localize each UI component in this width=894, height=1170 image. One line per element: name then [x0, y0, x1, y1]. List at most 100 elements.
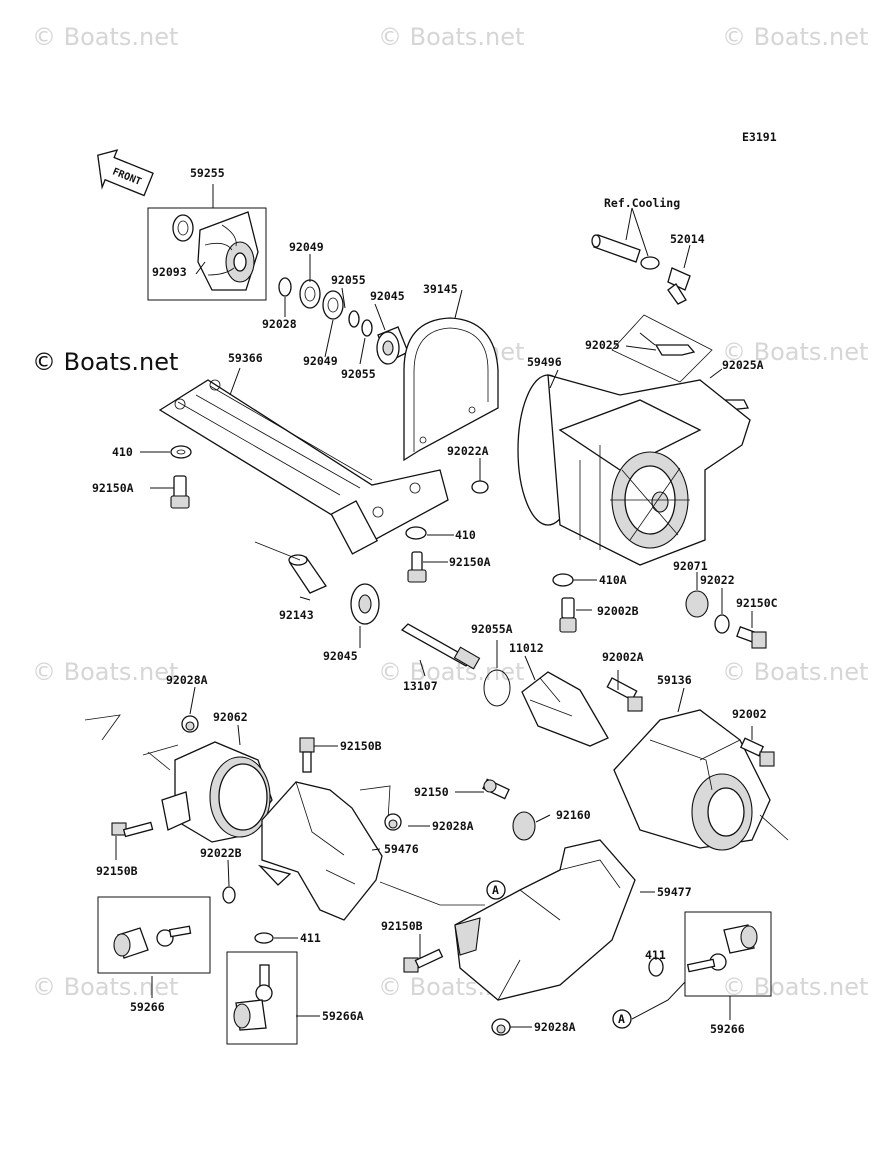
callout-92049b: 92049 — [303, 354, 338, 368]
pump-bed-59366 — [158, 379, 449, 555]
callout-92025a: 92025A — [722, 358, 764, 372]
callout-59477: 59477 — [657, 885, 692, 899]
callout-92160: 92160 — [556, 808, 591, 822]
pump-housing-59496 — [517, 374, 751, 566]
spacer-group — [685, 590, 767, 649]
callout-92055b: 92055 — [341, 367, 376, 381]
left-fasteners — [170, 445, 192, 509]
watermark: © Boats.net — [378, 23, 524, 51]
sleeve-92143 — [254, 541, 327, 594]
watermark: © Boats.net — [32, 23, 178, 51]
callout-92150: 92150 — [414, 785, 449, 799]
o-ring-92055a — [483, 669, 511, 707]
bolt-92150b-left — [111, 821, 154, 838]
shaft-13107 — [400, 623, 481, 670]
center-fasteners — [405, 526, 427, 583]
callout-59496: 59496 — [527, 355, 562, 369]
callout-92025: 92025 — [585, 338, 620, 352]
callout-92002b: 92002B — [597, 604, 639, 618]
front-arrow: FRONT — [97, 149, 154, 197]
bolt-92150b-bottom — [403, 948, 444, 973]
callout-92022b: 92022B — [200, 846, 242, 860]
callout-59136: 59136 — [657, 673, 692, 687]
watermark-main: © Boats.net — [32, 348, 178, 376]
washer-411-left — [254, 932, 274, 944]
callout-92150c: 92150C — [736, 596, 778, 610]
watermark: © Boats.net — [32, 973, 178, 1001]
ref-note: Ref.Cooling — [604, 196, 680, 210]
bolt-92150b-top — [299, 737, 315, 773]
ref-mark-a — [486, 880, 506, 900]
watermark: © Boats.net — [32, 658, 178, 686]
callout-59476: 59476 — [384, 842, 419, 856]
collar-92028a-mid — [384, 813, 402, 831]
watermark: © Boats.net — [378, 658, 524, 686]
bolt-92150 — [482, 778, 536, 841]
bearing-stack — [278, 277, 409, 365]
impeller-ring-92093 — [172, 214, 194, 242]
callout-92062: 92062 — [213, 710, 248, 724]
callout-92002: 92002 — [732, 707, 767, 721]
callout-59266-left: 59266 — [130, 1000, 165, 1014]
leader-lines — [115, 184, 753, 1028]
impeller-box — [147, 207, 267, 301]
callout-92150a-b: 92150A — [449, 555, 491, 569]
callout-59366: 59366 — [228, 351, 263, 365]
bolt-92002 — [739, 737, 775, 767]
callout-52014: 52014 — [670, 232, 705, 246]
ball-joint-59266-left — [97, 896, 211, 974]
callout-59255: 59255 — [190, 166, 225, 180]
seal-92049 — [299, 279, 321, 309]
ball-joint-59266a — [226, 951, 298, 1045]
callout-92071: 92071 — [673, 559, 708, 573]
callout-92150a: 92150A — [92, 481, 134, 495]
watermark: © Boats.net — [722, 973, 868, 1001]
callout-92028a-bottom: 92028A — [534, 1020, 576, 1034]
callout-13107: 13107 — [403, 679, 438, 693]
ref-mark-a2-label: A — [618, 1012, 625, 1026]
reverse-bucket-59477: A — [379, 839, 636, 1001]
diagram-code: E3191 — [742, 130, 777, 144]
callout-92150b-top: 92150B — [340, 739, 382, 753]
callout-410a: 410A — [599, 573, 627, 587]
watermark: © Boats.net — [722, 338, 868, 366]
deflector-59476 — [257, 781, 391, 921]
ball-joint-59266-right: A — [612, 911, 772, 1029]
callout-11012: 11012 — [509, 641, 544, 655]
o-ring-92055b — [361, 319, 373, 337]
callout-92055a: 92055A — [471, 622, 513, 636]
callout-92022a: 92022A — [447, 444, 489, 458]
right-fasteners — [552, 573, 577, 633]
o-ring-92055 — [348, 310, 360, 328]
callout-410: 410 — [112, 445, 133, 459]
watermarks: © Boats.net © Boats.net © Boats.net © Bo… — [32, 23, 868, 1001]
callout-411-left: 411 — [300, 931, 321, 945]
ref-mark-a2 — [612, 1009, 632, 1029]
callout-39145: 39145 — [423, 282, 458, 296]
callout-410b: 410 — [455, 528, 476, 542]
callout-59266a: 59266A — [322, 1009, 364, 1023]
callout-59266-right: 59266 — [710, 1022, 745, 1036]
callout-92028a-mid: 92028A — [432, 819, 474, 833]
callout-92045b: 92045 — [323, 649, 358, 663]
callout-92022: 92022 — [700, 573, 735, 587]
callout-92045: 92045 — [370, 289, 405, 303]
cone-11012 — [521, 671, 609, 747]
watermark: © Boats.net — [722, 658, 868, 686]
seal-92049b — [322, 290, 344, 320]
cooling-fittings — [591, 234, 691, 305]
callout-92150b-bottom: 92150B — [381, 919, 423, 933]
washer-92022a — [471, 480, 489, 494]
callout-92150b-left: 92150B — [96, 864, 138, 878]
callout-411-right: 411 — [645, 948, 666, 962]
gasket-39145 — [403, 317, 499, 462]
front-arrow-shape — [97, 149, 154, 197]
collar-92028 — [278, 277, 292, 297]
callout-92055: 92055 — [331, 273, 366, 287]
watermark: © Boats.net — [722, 23, 868, 51]
callout-92093: 92093 — [152, 265, 187, 279]
bolt-92002a — [606, 677, 643, 712]
callout-92049: 92049 — [289, 240, 324, 254]
